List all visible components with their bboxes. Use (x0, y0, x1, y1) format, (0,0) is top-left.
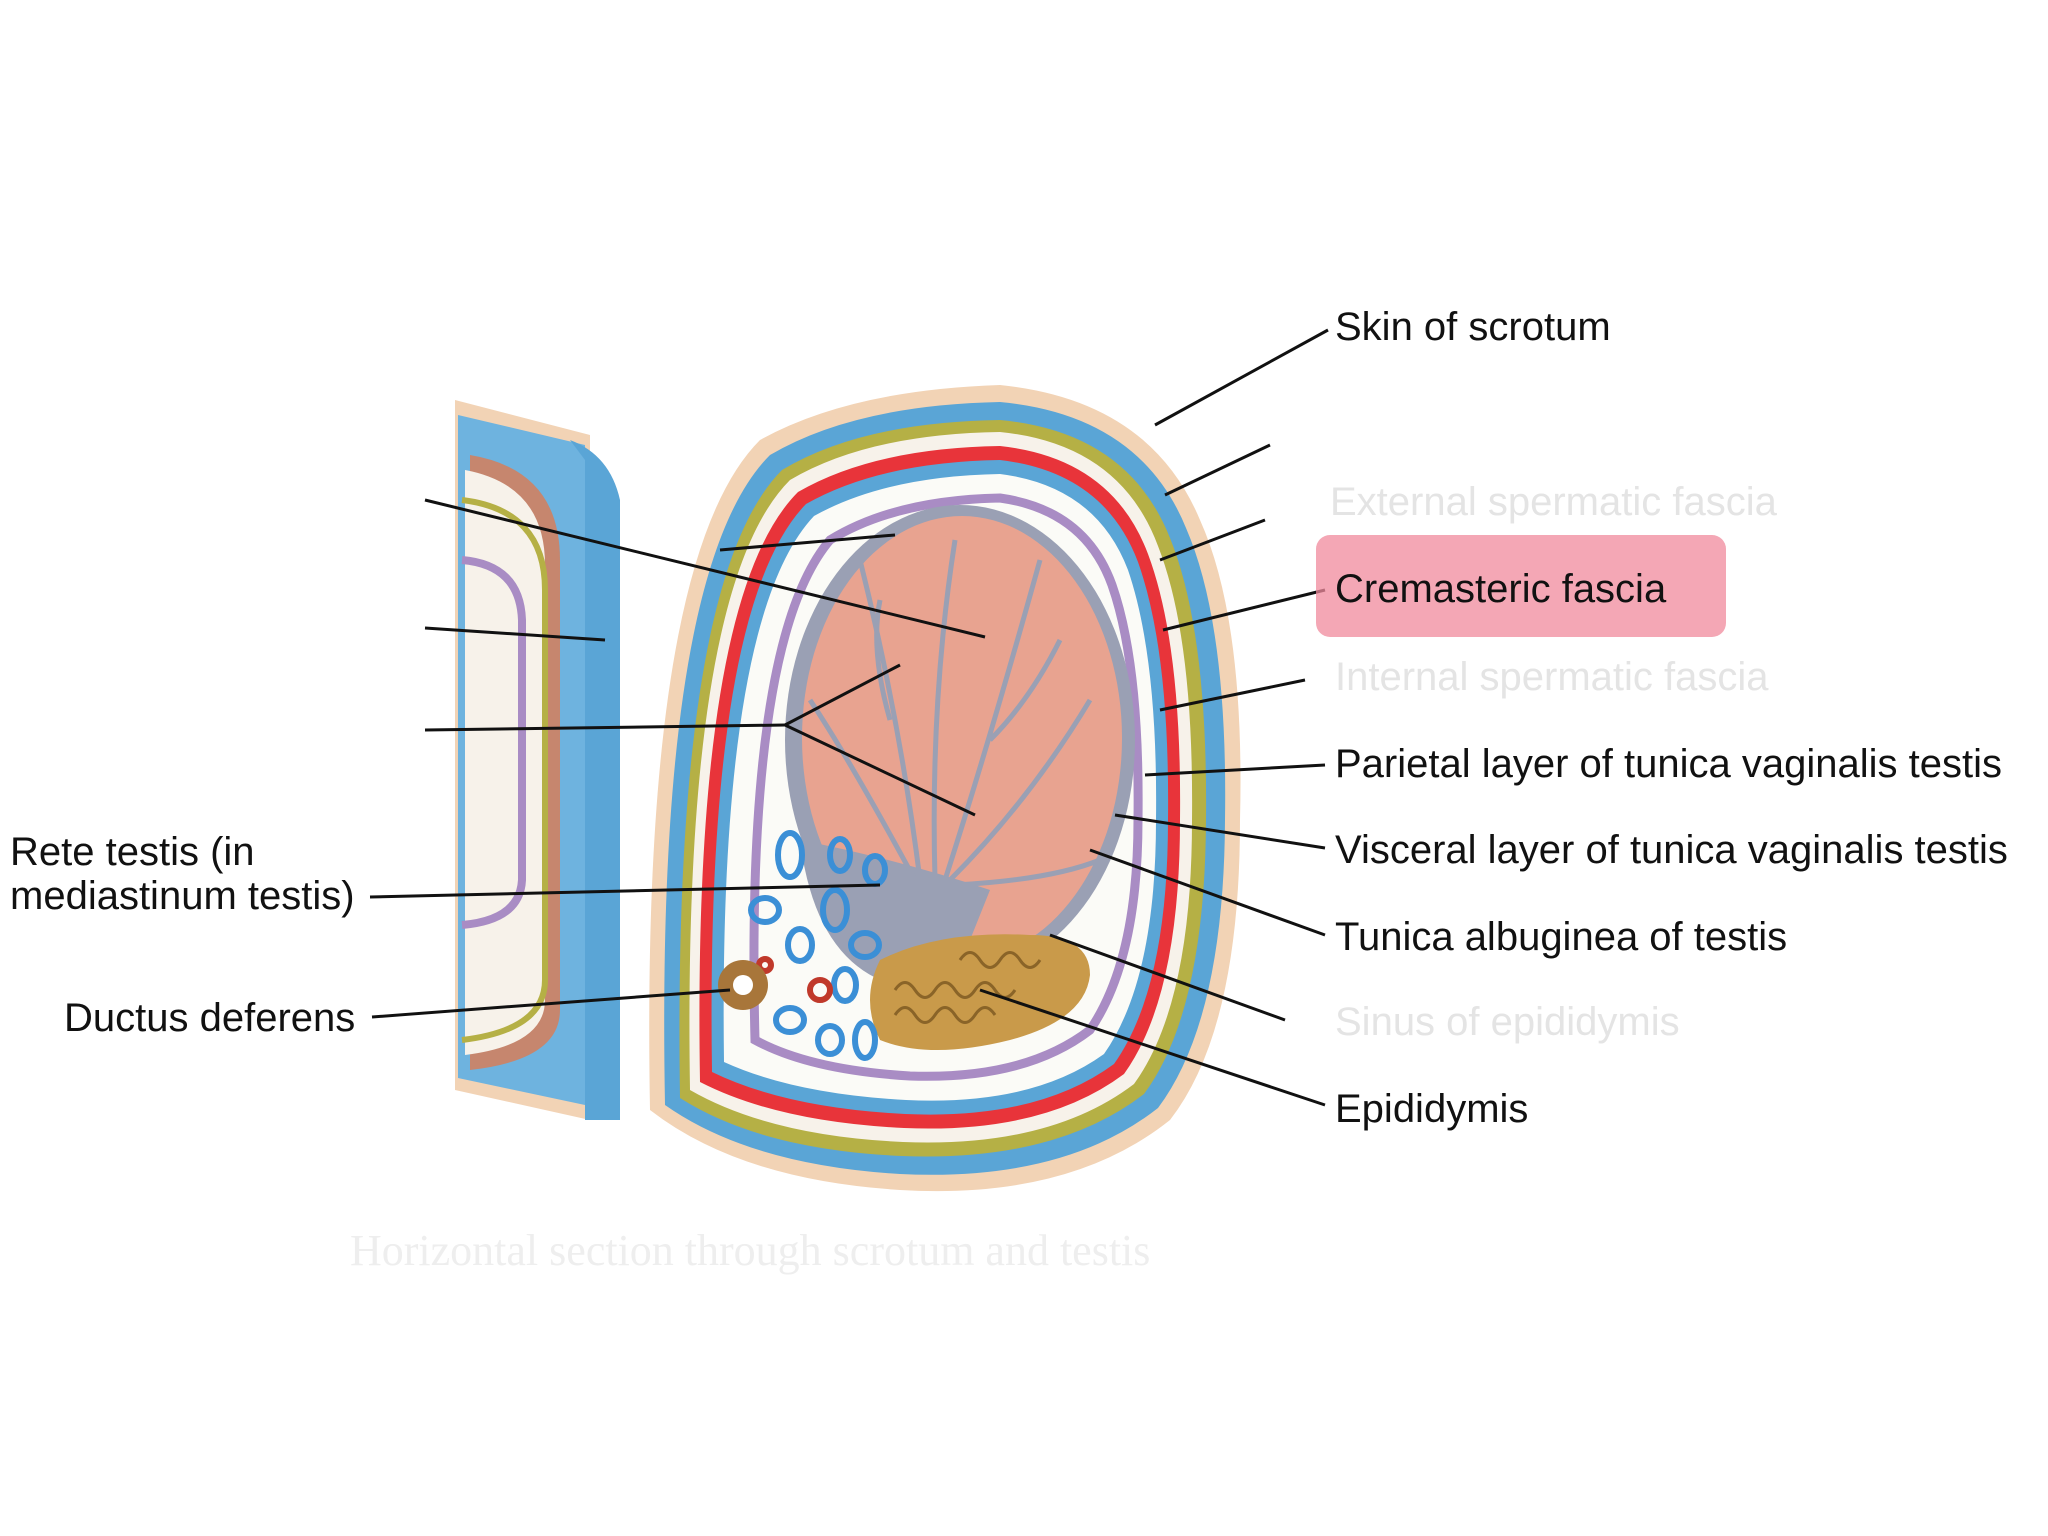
label-rete-testis-line2: mediastinum testis) (10, 874, 355, 918)
epididymis (870, 934, 1090, 1050)
label-tunica-albuginea: Tunica albuginea of testis (1335, 915, 1788, 959)
label-parietal-layer: Parietal layer of tunica vaginalis testi… (1335, 742, 2002, 786)
label-external-spermatic-fascia: External spermatic fascia (1330, 480, 1777, 524)
figure-title: Horizontal section through scrotum and t… (350, 1226, 1151, 1275)
ductus-deferens (718, 960, 768, 1010)
label-visceral-layer: Visceral layer of tunica vaginalis testi… (1335, 828, 2008, 872)
scrotal-septum (570, 440, 620, 1120)
label-rete-testis-line1: Rete testis (in (10, 830, 255, 874)
left-scrotal-compartment (455, 400, 590, 1120)
label-ductus-deferens: Ductus deferens (64, 996, 356, 1040)
label-highlight (1316, 535, 1726, 637)
label-skin-of-scrotum: Skin of scrotum (1335, 305, 1611, 349)
label-cremasteric-fascia: Cremasteric fascia (1335, 567, 1667, 611)
label-internal-spermatic-fascia: Internal spermatic fascia (1335, 655, 1769, 699)
leader-lines (369, 328, 1329, 1107)
label-epididymis: Epididymis (1335, 1087, 1529, 1131)
rete-testis-and-vessels (748, 830, 888, 1061)
label-sinus-of-epididymis: Sinus of epididymis (1335, 1000, 1680, 1044)
